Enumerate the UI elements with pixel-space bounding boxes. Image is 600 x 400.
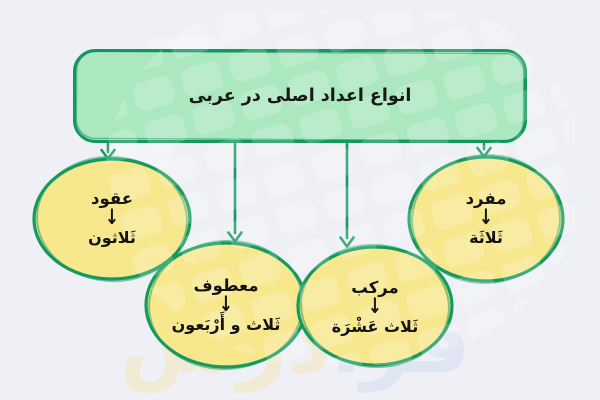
node-morakkab-example: ثَلاث عَشْرَة bbox=[331, 317, 419, 337]
node-mofrad: مفرد ↓ ثَلاثَة bbox=[406, 163, 566, 275]
connector-arrow-mid-left bbox=[227, 142, 243, 243]
arrow-down-icon: ↓ bbox=[104, 205, 120, 231]
node-matuf-example: ثَلاث و أَرْبَعون bbox=[171, 315, 281, 335]
node-mofrad-example: ثَلاثَة bbox=[469, 228, 503, 248]
node-oqud-example: ثَلاثون bbox=[88, 228, 136, 248]
node-matuf: معطوف ↓ ثَلاث و أَرْبَعون bbox=[146, 250, 306, 362]
arrow-down-icon: ↓ bbox=[478, 205, 494, 231]
arrow-down-icon: ↓ bbox=[367, 294, 383, 320]
diagram-title: انواع اعداد اصلی در عربی bbox=[188, 86, 412, 106]
connector-arrow-far-left bbox=[100, 142, 116, 160]
connector-arrow-mid-right bbox=[339, 142, 355, 248]
connector-arrow-far-right bbox=[476, 142, 492, 158]
arrow-down-icon: ↓ bbox=[218, 292, 234, 318]
